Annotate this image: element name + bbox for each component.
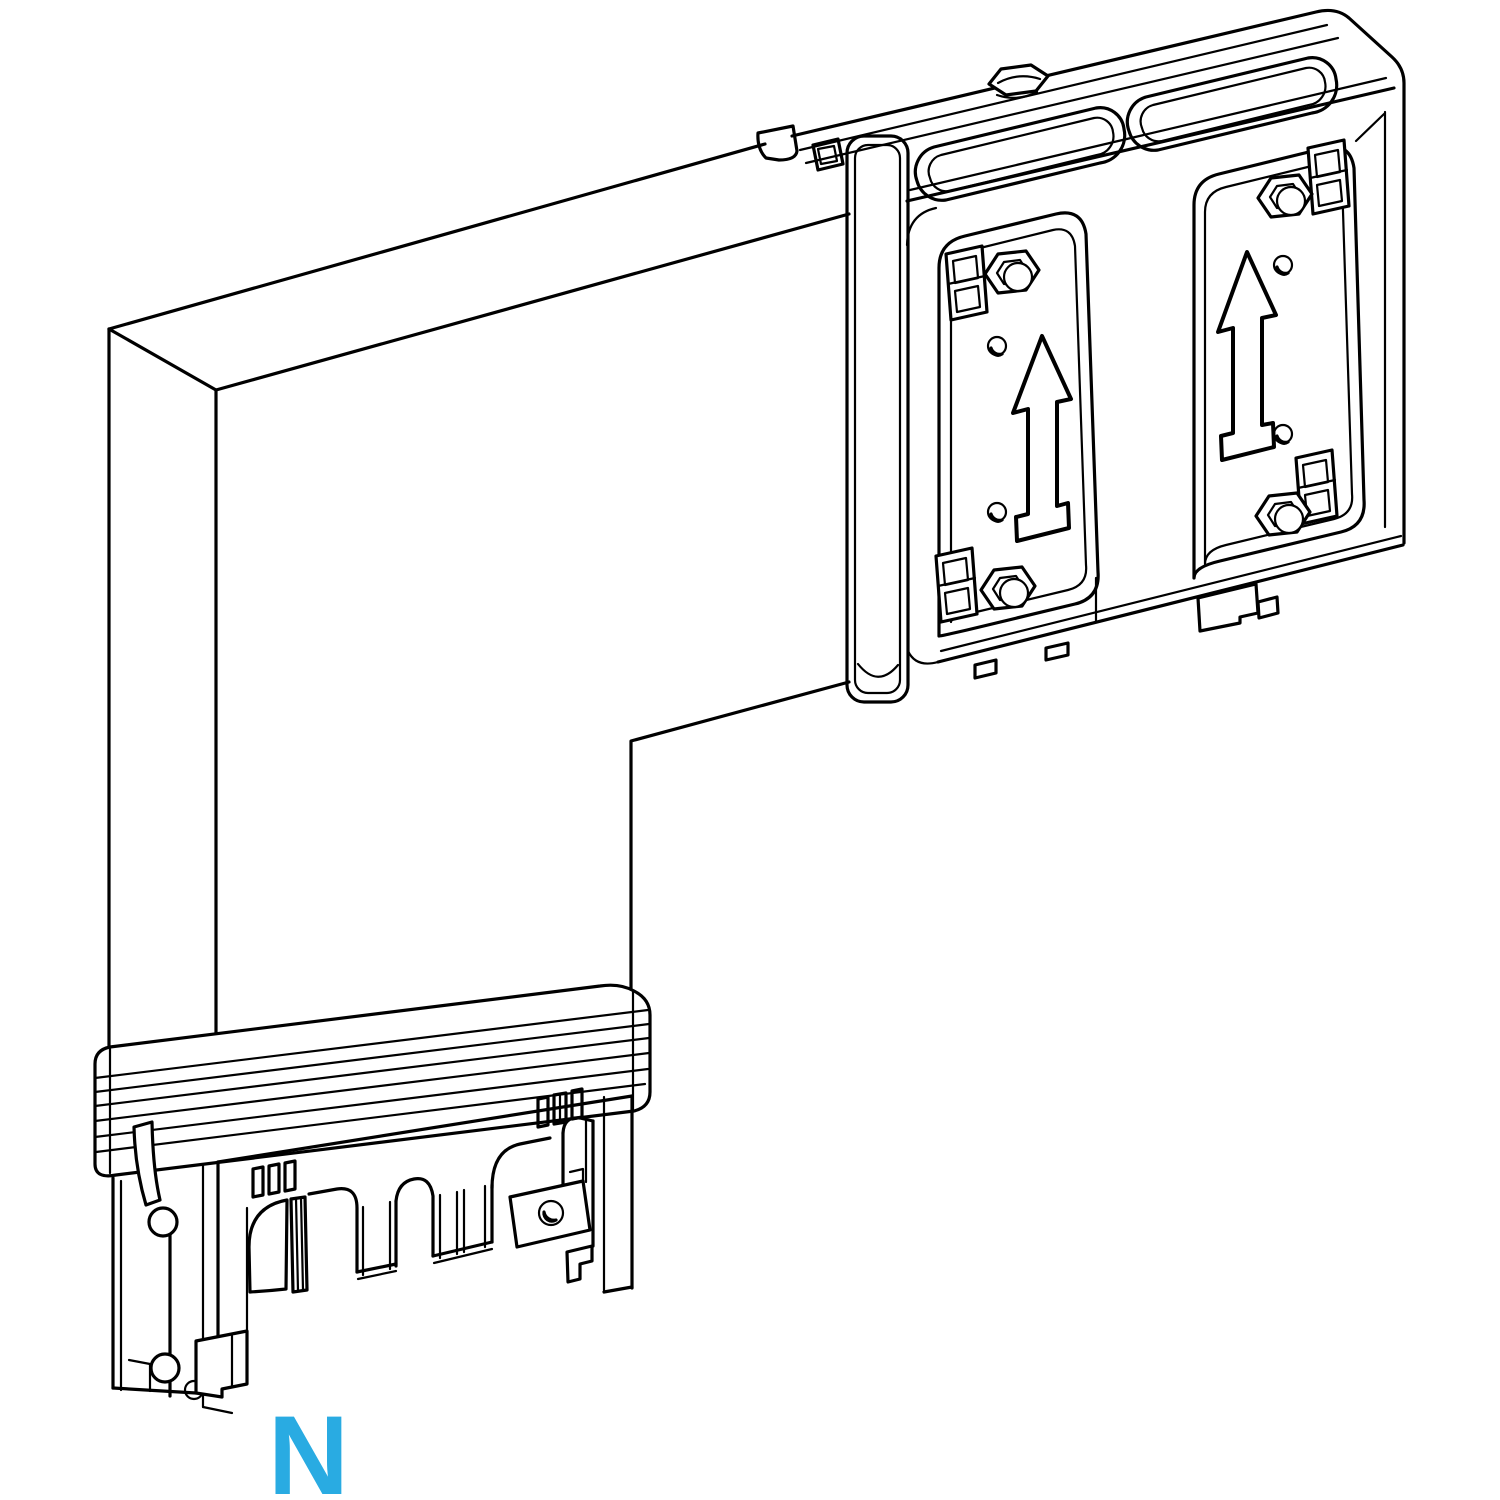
elbow-duct-body: [107, 142, 851, 1050]
neutral-wedge: [247, 1198, 289, 1294]
mounting-back-plate: [905, 110, 1405, 680]
direction-arrow-emboss: [1216, 250, 1278, 462]
fixing-pad-left: [934, 211, 1100, 638]
vent-slots: [251, 1159, 297, 1199]
neutral-connector-highlight: [247, 1195, 309, 1294]
hex-bolt: [1256, 173, 1314, 219]
hex-bolt: [1254, 491, 1312, 537]
pilot-hole: [1272, 423, 1294, 445]
rail-handle-slots: [913, 56, 1339, 202]
corner-clip: [944, 244, 989, 322]
phase-separator-fins: [307, 1116, 595, 1281]
hex-bolt: [983, 249, 1041, 295]
gasket-molding: [93, 983, 652, 1178]
corner-clip: [934, 546, 979, 624]
direction-arrow-emboss: [1011, 334, 1073, 543]
corner-clip: [1306, 138, 1351, 216]
pilot-hole: [986, 501, 1008, 523]
fixing-pad-right: [1192, 138, 1366, 580]
bracket-top-rail: [756, 8, 1406, 545]
retaining-latch: [111, 1120, 234, 1415]
clamp-plate: [508, 1167, 594, 1284]
neutral-fin: [289, 1195, 309, 1294]
hex-bolt: [979, 565, 1037, 611]
connector-front-plate: [194, 1087, 634, 1399]
neutral-label: N: [268, 1393, 349, 1500]
pilot-hole: [986, 335, 1008, 357]
pilot-hole: [1272, 254, 1294, 276]
top-hex-bolt: [987, 63, 1050, 99]
